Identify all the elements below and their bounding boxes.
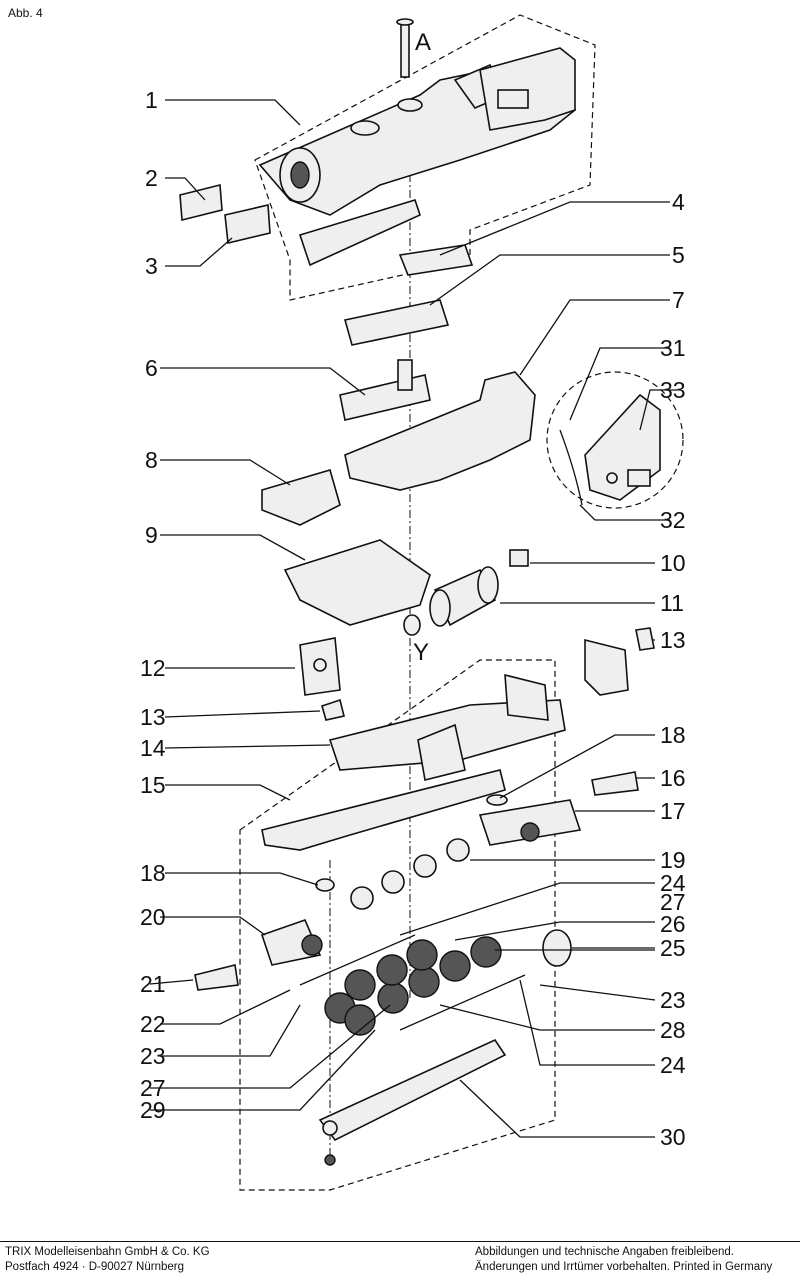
callout-32: 32 [660, 507, 686, 533]
part-15-chassis [261, 769, 506, 851]
screw-a [396, 18, 414, 78]
part-4-board [398, 244, 474, 276]
callout-23-left: 23 [140, 1043, 166, 1069]
part-14-rear-plate [504, 673, 549, 721]
part-5-board [343, 299, 450, 346]
callout-33: 33 [660, 377, 686, 403]
part-6-weight [339, 374, 431, 421]
part-20-front-truck [260, 918, 322, 966]
exploded-parts-diagram: A Y 1 2 3 4 5 6 7 8 9 10 11 12 13 13 14 … [140, 14, 686, 1191]
callout-13-left: 13 [140, 704, 166, 730]
callout-14: 14 [140, 735, 166, 761]
callout-6: 6 [145, 355, 158, 381]
callout-7: 7 [672, 287, 685, 313]
part-13-lamp-right [635, 627, 655, 651]
footer-divider [0, 1241, 800, 1242]
callout-23-right: 23 [660, 987, 686, 1013]
wheelsets [324, 936, 502, 1036]
part-24-rod-upper [299, 934, 416, 986]
callout-8: 8 [145, 447, 158, 473]
callout-12: 12 [140, 655, 166, 681]
footer-company: TRIX Modelleisenbahn GmbH & Co. KG [5, 1246, 210, 1258]
callout-21: 21 [140, 971, 166, 997]
callout-27-right: 27 [660, 889, 686, 915]
part-11-motor [403, 566, 499, 636]
footer-left: TRIX Modelleisenbahn GmbH & Co. KG Postf… [5, 1245, 210, 1275]
callout-24-lower: 24 [660, 1052, 686, 1078]
callout-20: 20 [140, 904, 166, 930]
callout-18-right: 18 [660, 722, 686, 748]
part-16-coupler [591, 771, 639, 796]
label-a: A [415, 29, 431, 56]
part-14-gear-housing [417, 723, 466, 781]
callout-22: 22 [140, 1011, 166, 1037]
part-25-traction-tire [542, 929, 572, 967]
part-18-contact-lower [315, 878, 335, 892]
callout-18-left: 18 [140, 860, 166, 886]
part-30-bottom-frame [318, 1038, 507, 1142]
rear-lamp-housing [584, 638, 629, 696]
part-19-gears [350, 838, 470, 910]
part-8-truck [261, 469, 341, 526]
part-9-gearbox [283, 539, 431, 626]
callout-4: 4 [672, 189, 685, 215]
part-17-wheel [520, 822, 540, 842]
callout-17: 17 [660, 798, 686, 824]
callout-13-right: 13 [660, 627, 686, 653]
callout-3: 3 [145, 253, 158, 279]
callout-26: 26 [660, 911, 686, 937]
callout-10: 10 [660, 550, 686, 576]
callout-1: 1 [145, 87, 158, 113]
callout-5: 5 [672, 242, 685, 268]
callout-11: 11 [660, 590, 684, 616]
callout-9: 9 [145, 522, 158, 548]
callout-25: 25 [660, 935, 686, 961]
callout-19: 19 [660, 847, 686, 873]
callout-27-left: 27 [140, 1075, 166, 1101]
footer-printed: Änderungen und Irrtümer vorbehalten. Pri… [475, 1261, 773, 1273]
figure-label: Abb. 4 [8, 6, 43, 20]
part-30-pivot [322, 1120, 338, 1136]
part-13-lamp-left [321, 698, 345, 721]
footer-right: Abbildungen und technische Angaben freib… [475, 1245, 772, 1275]
part-12-hole [313, 658, 327, 672]
part-21-coupler [194, 964, 239, 991]
part-10-capacitor [509, 549, 529, 567]
part-28-rod-lower [399, 974, 526, 1031]
part-20-wheel [301, 934, 323, 956]
callout-29: 29 [140, 1097, 166, 1123]
part-1-body-shell [258, 47, 576, 267]
callout-30: 30 [660, 1124, 686, 1150]
bottom-screw [324, 1154, 336, 1166]
callout-15: 15 [140, 772, 166, 798]
part-7-frame [344, 371, 536, 491]
callout-2: 2 [145, 165, 158, 191]
detail-view-31-33 [546, 371, 684, 509]
part-2-window-frame [179, 183, 223, 222]
part-6-post [397, 359, 413, 391]
callout-16: 16 [660, 765, 686, 791]
footer-disclaimer: Abbildungen und technische Angaben freib… [475, 1246, 734, 1258]
footer-address: Postfach 4924 · D-90027 Nürnberg [5, 1261, 184, 1273]
callout-24-upper: 24 [660, 870, 686, 896]
label-y: Y [413, 639, 429, 666]
leader-lines [149, 99, 678, 1138]
part-3-window-glass [224, 204, 271, 244]
callout-31: 31 [660, 335, 686, 361]
callout-28: 28 [660, 1017, 686, 1043]
